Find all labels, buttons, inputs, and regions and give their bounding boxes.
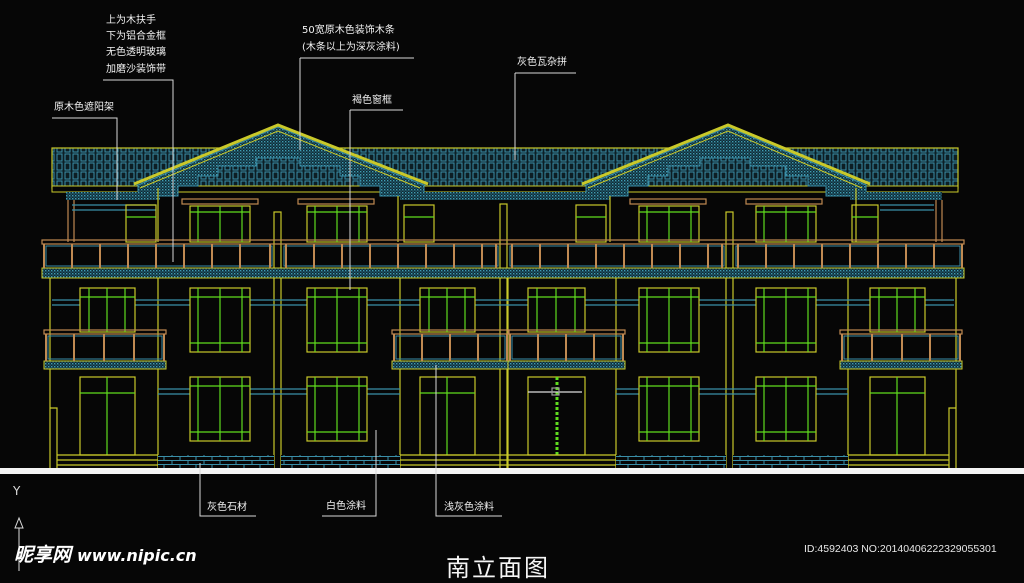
watermark-brand: 昵享网 (14, 544, 72, 566)
facade-walls (49, 278, 957, 470)
railing-note-line-3: 无色透明玻璃 (106, 47, 166, 58)
watermark-url: www.nipic.cn (77, 546, 197, 565)
ground-line (0, 468, 1024, 474)
windows-level2 (79, 287, 926, 353)
roof (51, 123, 959, 200)
wood-strip-note-line-2: (木条以上为深灰涂料) (302, 42, 400, 53)
stone-label: 灰色石材 (207, 502, 247, 513)
light-grey-paint-label: 浅灰色涂料 (444, 502, 494, 513)
top-floor (67, 188, 943, 471)
ucs-y-label: Y (13, 484, 21, 498)
cad-elevation-drawing (0, 57, 1024, 571)
small-balconies (43, 329, 963, 370)
white-paint-label: 白色涂料 (326, 501, 366, 512)
stone-plinth (158, 455, 848, 470)
roof-tile-label: 灰色瓦杂拼 (517, 57, 567, 68)
railing-note-line-4: 加磨沙装饰带 (106, 64, 166, 75)
sunshade-label: 原木色遮阳架 (54, 102, 114, 113)
railing-note-line-1: 上为木扶手 (106, 15, 156, 26)
string-courses (52, 299, 954, 395)
windows-doors-level1 (57, 376, 949, 466)
wood-strip-note-line-1: 50宽原木色装饰木条 (302, 25, 395, 36)
long-balcony (41, 239, 965, 279)
watermark: 昵享网 www.nipic.cn (14, 540, 197, 567)
window-frame-label: 褐色窗框 (352, 95, 392, 106)
ucs-icon (14, 516, 24, 571)
image-id-text: ID:4592403 NO:20140406222329055301 (804, 543, 997, 555)
drawing-title: 南立面图 (446, 554, 550, 582)
railing-note-line-2: 下为铝合金框 (106, 31, 166, 42)
leader-lines (52, 57, 576, 517)
